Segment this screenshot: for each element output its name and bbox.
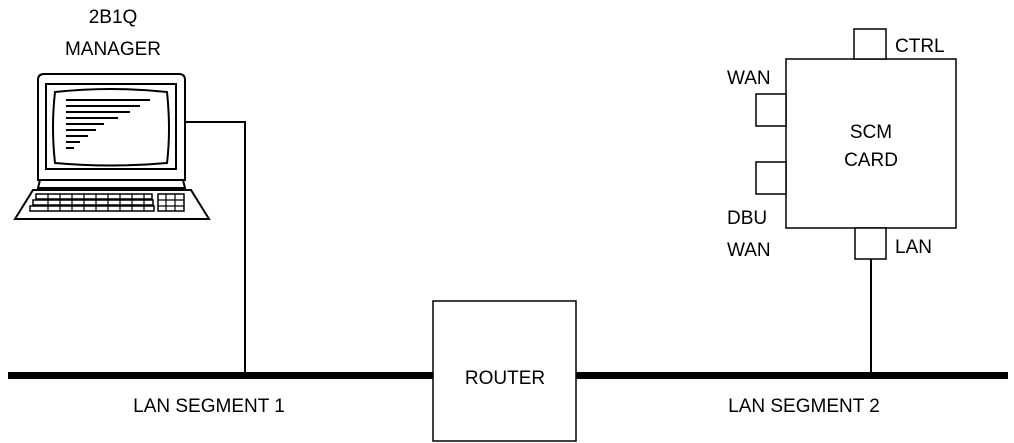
wan-port bbox=[755, 93, 787, 127]
ctrl-port bbox=[853, 28, 887, 60]
router-box bbox=[432, 300, 577, 442]
lan-segment-1-label: LAN SEGMENT 1 bbox=[133, 396, 285, 417]
ctrl-port-label: CTRL bbox=[895, 36, 945, 57]
router-label: ROUTER bbox=[465, 368, 545, 389]
wan-port-label: WAN bbox=[727, 68, 771, 89]
manager-label-line2: MANAGER bbox=[65, 39, 161, 60]
lan-segment-2-label: LAN SEGMENT 2 bbox=[728, 396, 880, 417]
scm-card-label-line1: SCM bbox=[850, 122, 892, 143]
scm-card-label-line2: CARD bbox=[844, 150, 898, 171]
dbu-wan-port-label-line1: DBU bbox=[727, 208, 767, 229]
lan-segment-1-line bbox=[8, 372, 433, 379]
computer-icon bbox=[13, 73, 211, 220]
lan-port-label: LAN bbox=[895, 237, 932, 258]
dbu-wan-port-label-line2: WAN bbox=[727, 240, 771, 261]
manager-cable bbox=[184, 121, 246, 372]
manager-label-line1: 2B1Q bbox=[89, 7, 138, 28]
scm-card-box bbox=[785, 58, 957, 229]
lan-segment-2-line bbox=[576, 372, 1008, 379]
lan-port bbox=[854, 227, 887, 260]
dbu-wan-port bbox=[755, 161, 787, 195]
